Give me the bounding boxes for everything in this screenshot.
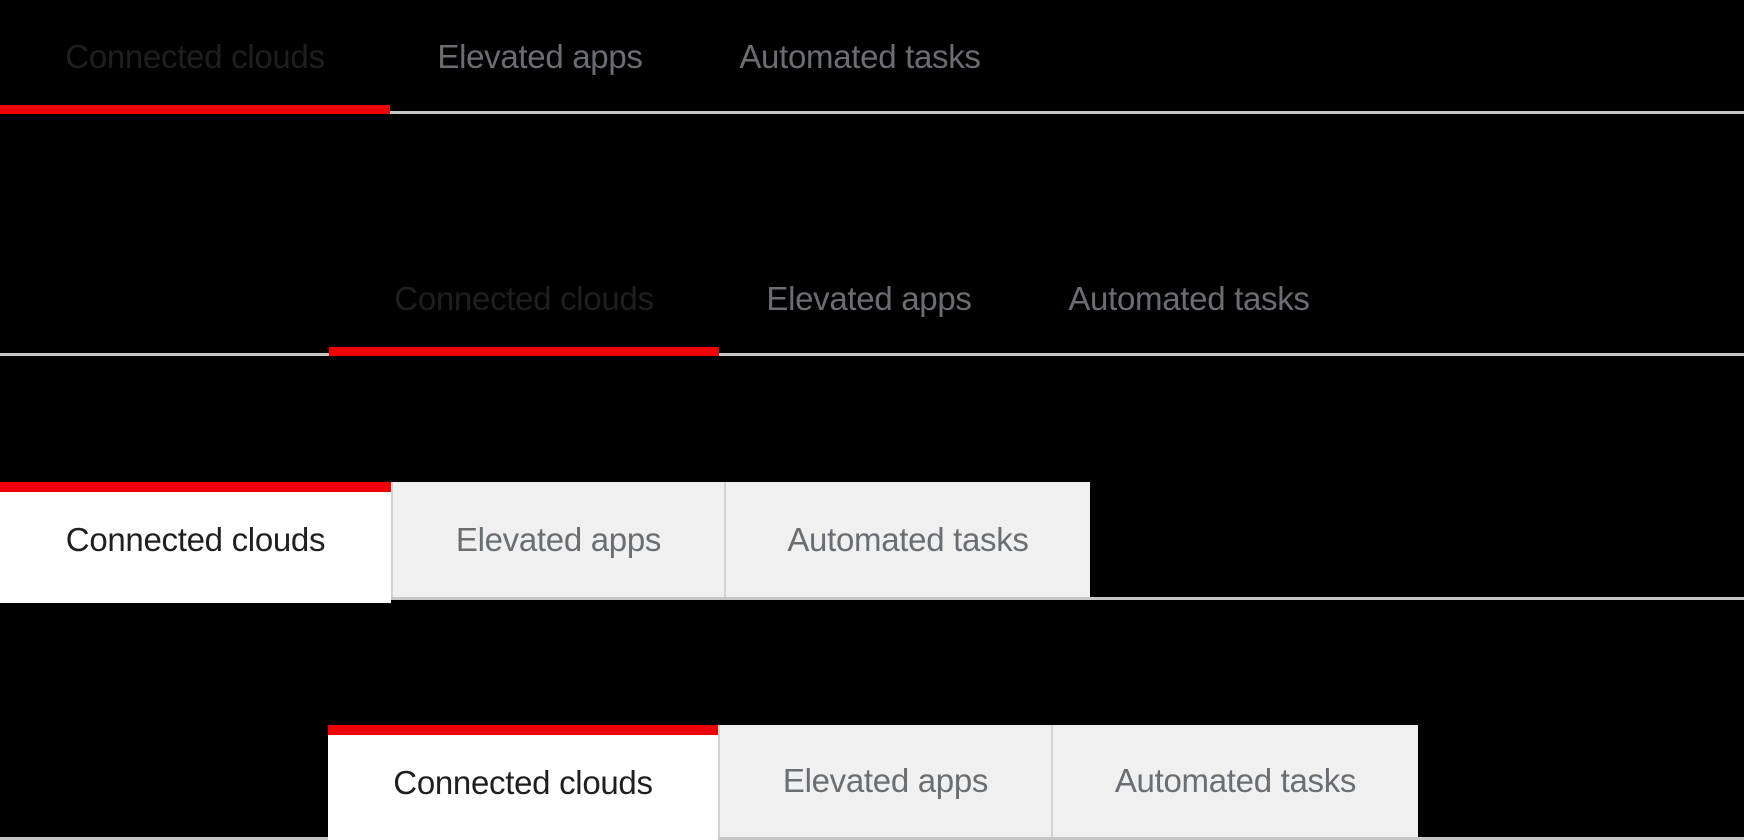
- tab-baseline-rule: [0, 111, 1744, 114]
- active-tab-indicator: [329, 347, 719, 356]
- active-tab-indicator: [0, 105, 390, 114]
- active-tab-indicator: [328, 725, 718, 735]
- tab-connected-clouds[interactable]: Connected clouds: [0, 0, 390, 114]
- tab-label: Elevated apps: [455, 520, 662, 558]
- tab-list: Connected clouds Elevated apps Automated…: [329, 242, 1744, 356]
- tab-label: Connected clouds: [394, 280, 654, 317]
- tab-automated-tasks[interactable]: Automated tasks: [724, 482, 1090, 597]
- tab-list: Connected clouds Elevated apps Automated…: [328, 725, 1744, 840]
- tab-elevated-apps[interactable]: Elevated apps: [719, 242, 1019, 356]
- tab-label: Automated tasks: [1068, 280, 1310, 317]
- tab-group-underline-indented: Connected clouds Elevated apps Automated…: [0, 242, 1744, 356]
- tab-list: Connected clouds Elevated apps Automated…: [0, 0, 1744, 114]
- active-tab-indicator: [0, 482, 391, 492]
- tab-label: Elevated apps: [437, 38, 643, 75]
- tab-label: Automated tasks: [1114, 762, 1357, 799]
- tab-label: Connected clouds: [65, 520, 326, 558]
- tab-label: Automated tasks: [739, 38, 981, 75]
- tab-group-box-default: Connected clouds Elevated apps Automated…: [0, 482, 1744, 603]
- tab-elevated-apps[interactable]: Elevated apps: [391, 482, 724, 597]
- tab-connected-clouds[interactable]: Connected clouds: [328, 725, 718, 840]
- tab-connected-clouds[interactable]: Connected clouds: [0, 482, 391, 603]
- tab-label: Elevated apps: [766, 280, 972, 317]
- tab-group-box-indented: Connected clouds Elevated apps Automated…: [0, 725, 1744, 840]
- tab-automated-tasks[interactable]: Automated tasks: [690, 0, 1030, 114]
- tab-label: Connected clouds: [65, 38, 325, 75]
- tab-connected-clouds[interactable]: Connected clouds: [329, 242, 719, 356]
- tab-elevated-apps[interactable]: Elevated apps: [390, 0, 690, 114]
- tab-baseline-rule: [0, 597, 1744, 600]
- tab-group-underline-default: Connected clouds Elevated apps Automated…: [0, 0, 1744, 114]
- tab-elevated-apps[interactable]: Elevated apps: [718, 725, 1051, 837]
- tab-automated-tasks[interactable]: Automated tasks: [1051, 725, 1418, 837]
- tab-baseline-rule: [0, 837, 1744, 840]
- tab-label: Connected clouds: [393, 763, 653, 801]
- tab-automated-tasks[interactable]: Automated tasks: [1019, 242, 1359, 356]
- tab-label: Elevated apps: [782, 762, 989, 799]
- tab-baseline-rule: [0, 353, 1744, 356]
- tab-label: Automated tasks: [787, 520, 1029, 558]
- tab-list: Connected clouds Elevated apps Automated…: [0, 482, 1744, 603]
